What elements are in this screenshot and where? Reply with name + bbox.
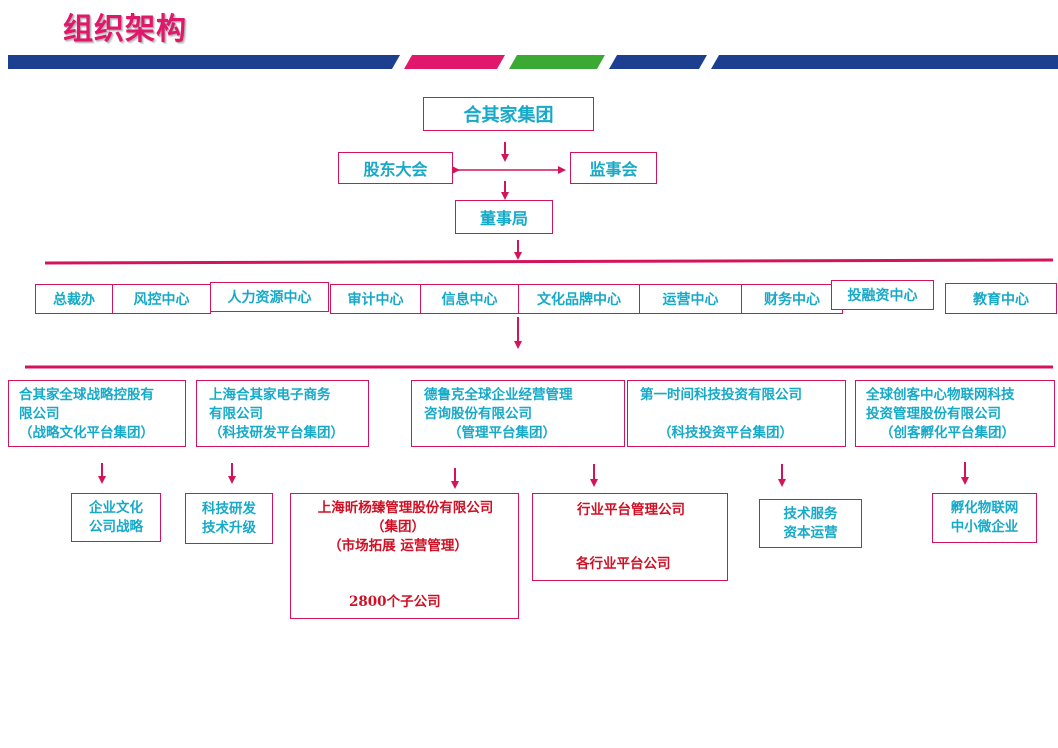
- sub-line: 资本运营: [783, 524, 838, 541]
- centers-top-line: [44, 258, 1054, 265]
- platform-name-line: 咨询股份有限公司: [424, 406, 532, 422]
- platform-strategy-culture: 合其家全球战略控股有 限公司 （战略文化平台集团）: [8, 380, 186, 447]
- sub-tech-service-capital: 技术服务 资本运营: [759, 499, 862, 548]
- sub-line: （市场拓展 运营管理）: [328, 538, 468, 554]
- platform-type: （战略文化平台集团）: [19, 425, 154, 441]
- sub-tech-upgrade: 科技研发 技术升级: [185, 493, 273, 544]
- center-president-office: 总裁办: [35, 284, 113, 314]
- shareholders-box: 股东大会: [338, 152, 453, 184]
- sub-line: 中小微企业: [950, 519, 1019, 535]
- industry-platform-manager: 行业平台管理公司: [577, 502, 685, 518]
- subsidiaries-count: 2800个子公司: [349, 594, 441, 610]
- platform-name-line: [640, 405, 845, 424]
- center-investment-financing: 投融资中心: [831, 280, 934, 310]
- platform-type: （创客孵化平台集团）: [880, 425, 1015, 441]
- center-information: 信息中心: [420, 284, 519, 314]
- center-label: 运营中心: [662, 292, 719, 308]
- platform-type: （科技研发平台集团）: [209, 425, 344, 441]
- platform-name-line: 有限公司: [209, 406, 263, 422]
- center-label: 投融资中心: [847, 288, 918, 304]
- center-finance: 财务中心: [741, 284, 843, 314]
- band-segment-blue-1: [8, 55, 400, 69]
- platform-name-line: 上海合其家电子商务: [209, 387, 331, 403]
- supervisors-label: 监事会: [589, 160, 638, 179]
- board-box: 董事局: [455, 200, 553, 234]
- platform-name-line: 第一时间科技投资有限公司: [640, 387, 802, 403]
- sub-industry-platform: 行业平台管理公司 各行业平台公司: [532, 493, 728, 581]
- center-hr: 人力资源中心: [210, 282, 329, 312]
- platform-type: （管理平台集团）: [448, 425, 556, 441]
- platform-tech-rnd: 上海合其家电子商务 有限公司 （科技研发平台集团）: [196, 380, 369, 447]
- center-risk-control: 风控中心: [112, 284, 211, 314]
- platform-name-line: 德鲁克全球企业经营管理: [424, 387, 573, 403]
- band-segment-pink: [404, 55, 505, 69]
- band-segment-blue-3: [711, 55, 1058, 69]
- sub-line: 企业文化: [89, 499, 143, 516]
- platform-name-line: 全球创客中心物联网科技: [866, 387, 1015, 403]
- center-audit: 审计中心: [330, 284, 421, 314]
- platform-type: （科技投资平台集团）: [658, 425, 793, 441]
- sub-line: （集团）: [371, 519, 425, 535]
- sub-xinyangzhen-group: 上海昕杨臻管理股份有限公司 （集团） （市场拓展 运营管理） 2800个子公司: [290, 493, 519, 619]
- sub-line: 公司战略: [89, 518, 143, 535]
- band-segment-green: [509, 55, 605, 69]
- center-label: 审计中心: [347, 292, 404, 308]
- sub-line: 上海昕杨臻管理股份有限公司: [317, 500, 494, 516]
- platform-name-line: 限公司: [19, 406, 60, 422]
- sub-line: 孵化物联网: [950, 500, 1019, 516]
- sub-culture-strategy: 企业文化 公司战略: [71, 493, 161, 542]
- center-label: 财务中心: [764, 292, 820, 308]
- center-label: 文化品牌中心: [537, 292, 621, 308]
- group-label: 合其家集团: [463, 105, 554, 126]
- board-label: 董事局: [479, 209, 528, 228]
- supervisors-box: 监事会: [570, 152, 657, 184]
- platform-management: 德鲁克全球企业经营管理 咨询股份有限公司 （管理平台集团）: [411, 380, 625, 447]
- sub-line: 技术升级: [202, 519, 256, 536]
- center-culture-brand: 文化品牌中心: [518, 284, 640, 314]
- industry-platform-companies: 各行业平台公司: [576, 556, 671, 572]
- center-operations: 运营中心: [639, 284, 742, 314]
- sub-line: 技术服务: [783, 505, 838, 522]
- platform-tech-investment: 第一时间科技投资有限公司 （科技投资平台集团）: [627, 380, 846, 447]
- sub-iot-incubation: 孵化物联网 中小微企业: [932, 493, 1037, 543]
- shareholders-label: 股东大会: [363, 160, 428, 179]
- platform-maker-incubation: 全球创客中心物联网科技 投资管理股份有限公司 （创客孵化平台集团）: [855, 380, 1055, 447]
- platform-name-line: 投资管理股份有限公司: [866, 406, 1001, 422]
- page-title: 组织架构: [63, 12, 187, 47]
- center-label: 风控中心: [133, 292, 190, 308]
- center-label: 总裁办: [53, 292, 95, 308]
- group-box: 合其家集团: [423, 97, 594, 131]
- center-label: 信息中心: [441, 292, 498, 308]
- center-label: 人力资源中心: [227, 290, 312, 306]
- sub-line: 科技研发: [202, 500, 256, 517]
- band-segment-blue-2: [609, 55, 707, 69]
- center-education: 教育中心: [945, 283, 1057, 314]
- platform-name-line: 合其家全球战略控股有: [19, 387, 154, 403]
- center-label: 教育中心: [973, 291, 1029, 308]
